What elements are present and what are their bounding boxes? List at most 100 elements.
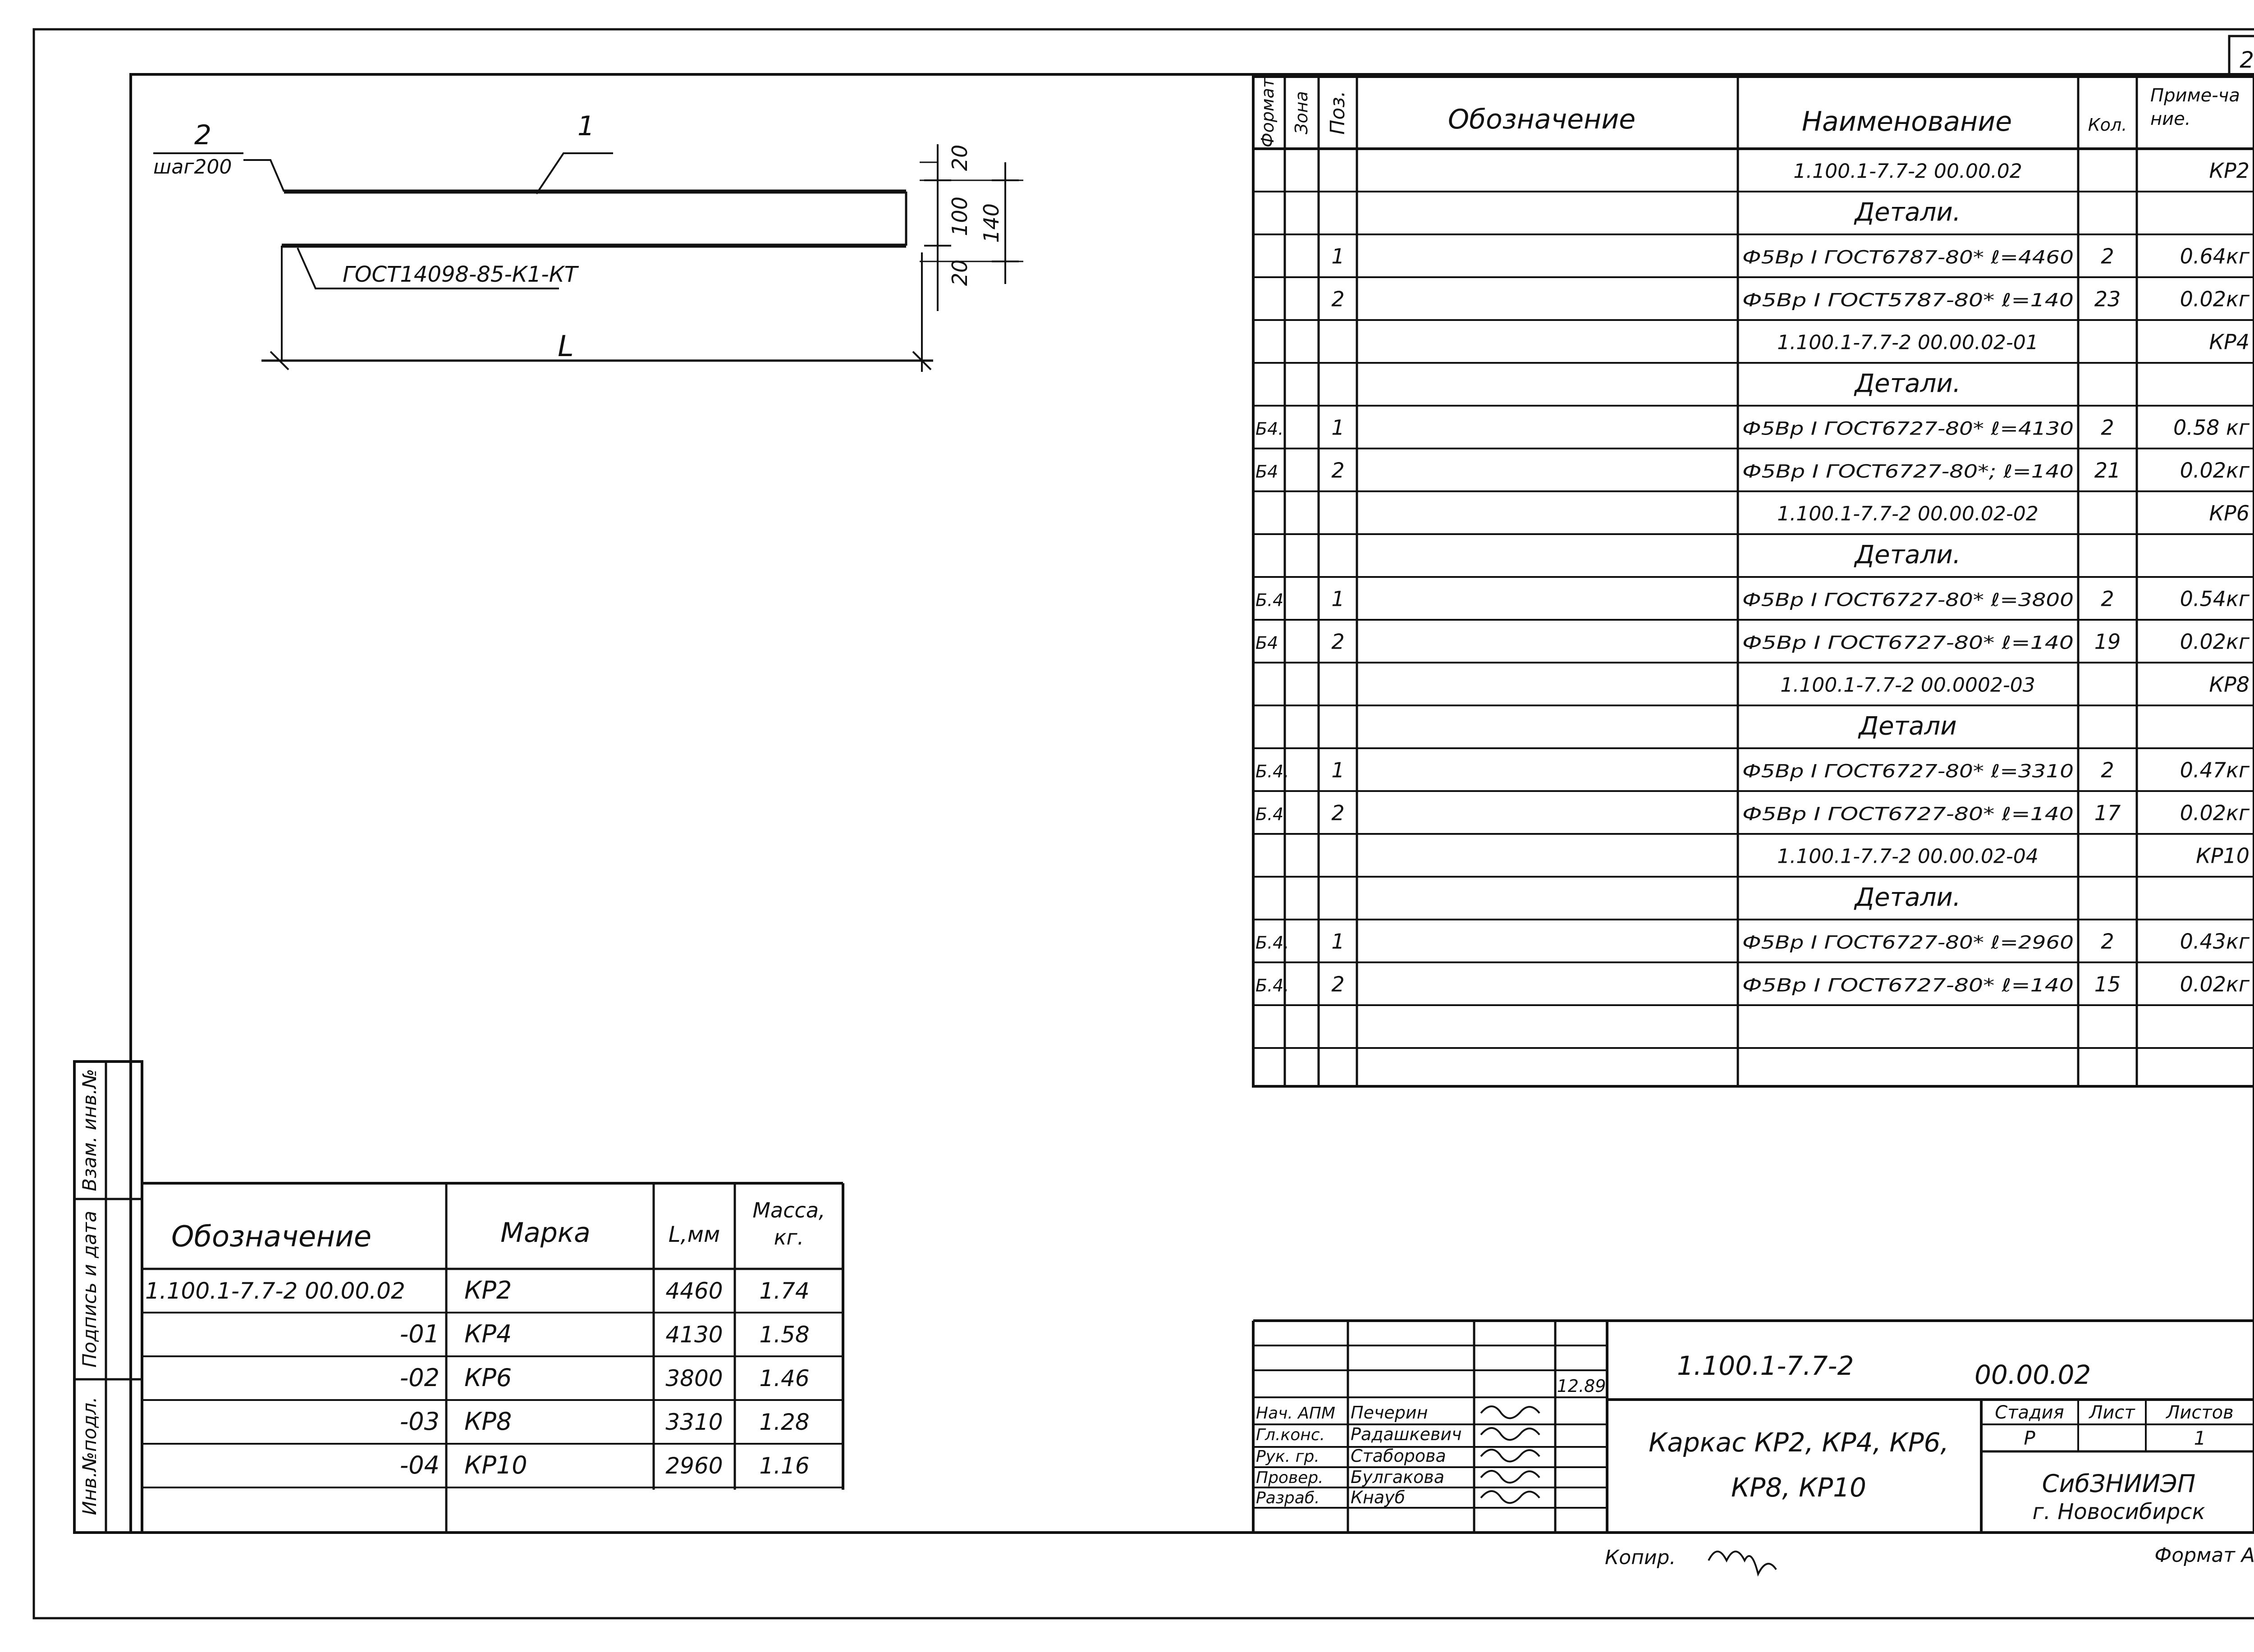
spec-cell-name: Ф5Вр I ГОСТ6727-80*; ℓ=140 [1742, 462, 2074, 482]
mesh-drawing [153, 144, 1023, 372]
spec-cell-pos: 1 [1331, 587, 1344, 611]
signer-role: Провер. [1256, 1469, 1324, 1487]
spec-cell-qty: 2 [2101, 758, 2114, 783]
spec-cell-pos: 2 [1331, 630, 1344, 654]
signer-role: Разраб. [1256, 1489, 1319, 1507]
spec-cell-name: Ф5Вр I ГОСТ6727-80* ℓ=140 [1742, 975, 2074, 996]
mark-header-designation: Обозначение [171, 1220, 371, 1254]
spec-cell-qty: 21 [2094, 458, 2121, 483]
dim-total: 140 [979, 203, 1003, 243]
mark-cell-mark: КР4 [464, 1320, 512, 1348]
spec-cell-name: Ф5Вр I ГОСТ6727-80* ℓ=2960 [1742, 933, 2074, 953]
mark-header-mass: Масса, кг. [752, 1198, 825, 1249]
spec-cell-note: КР2 [2209, 159, 2249, 183]
mark-cell-mark: КР6 [464, 1364, 512, 1392]
spec-cell-format: Б4. [1255, 419, 1283, 439]
spec-cell-format: Б.4. [1255, 762, 1289, 782]
mark-cell-length: 4460 [665, 1278, 723, 1304]
title-doc-suffix: 00.00.02 [1975, 1359, 2091, 1390]
signer-role: Нач. АПМ [1256, 1404, 1335, 1423]
spec-cell-format: Б4 [1255, 462, 1278, 482]
inner-frame [129, 73, 2254, 1534]
side-stamp-grid [73, 1060, 143, 1534]
outer-frame [32, 28, 2254, 1620]
signer-name: Кнауб [1351, 1487, 1405, 1507]
copier-signature [1708, 1551, 1777, 1577]
side-stamp-vzam: Взам. инв.№ [78, 1069, 101, 1191]
spec-cell-pos: 1 [1331, 244, 1344, 269]
weld-note: ГОСТ14098-85-К1-КТ [343, 262, 579, 287]
mark-cell-mass: 1.46 [759, 1365, 809, 1391]
spec-cell-qty: 15 [2094, 972, 2121, 997]
signer-name: Булгакова [1351, 1467, 1444, 1487]
signer-role: Рук. гр. [1256, 1447, 1319, 1466]
mark-cell-mass: 1.74 [759, 1278, 809, 1304]
spec-cell-name: Ф5Вр I ГОСТ6727-80* ℓ=4130 [1742, 419, 2074, 439]
spec-cell-pos: 1 [1331, 758, 1344, 783]
spec-cell-section: Детали. [1853, 198, 1961, 227]
spec-cell-note: 0.47кг [2180, 758, 2250, 783]
spec-cell-note: 0.02кг [2180, 801, 2250, 825]
spec-header-pos: Поз. [1326, 91, 1349, 134]
signature-mark [1480, 1427, 1540, 1441]
callout-step: шаг200 [153, 156, 232, 178]
sheet-number-box [2228, 35, 2254, 78]
spec-cell-pos: 1 [1331, 929, 1344, 954]
spec-cell-section: Детали. [1853, 883, 1961, 912]
spec-cell-pos: 1 [1331, 416, 1344, 440]
org-name: СибЗНИИЭП [2042, 1469, 2195, 1498]
spec-cell-note: 0.58 кг [2173, 416, 2250, 440]
footer-format: Формат А3 [2154, 1544, 2254, 1567]
signature-mark [1480, 1470, 1540, 1484]
title-date: 12.89 [1557, 1376, 1606, 1396]
signer-role: Гл.конс. [1256, 1426, 1325, 1444]
stage-label: Стадия [1995, 1402, 2064, 1423]
spec-cell-qty: 2 [2101, 929, 2114, 954]
spec-cell-note: 0.02кг [2180, 458, 2250, 483]
spec-cell-note: 0.02кг [2180, 287, 2250, 311]
mark-header-mark: Марка [500, 1217, 591, 1249]
spec-header-format: Формат [1258, 77, 1278, 147]
spec-cell-section: Детали. [1853, 540, 1961, 570]
spec-cell-note: 0.64кг [2180, 244, 2250, 269]
spec-cell-note: 0.43кг [2180, 929, 2250, 954]
spec-cell-note: 0.02кг [2180, 630, 2250, 654]
dim-mid: 100 [948, 197, 972, 236]
spec-cell-note: КР6 [2209, 501, 2249, 526]
spec-cell-pos: 2 [1331, 972, 1344, 997]
spec-cell-name: Ф5Вр I ГОСТ6787-80* ℓ=4460 [1742, 247, 2074, 268]
spec-cell-note: 0.54кг [2180, 587, 2250, 611]
mark-header-length: L,мм [669, 1222, 720, 1247]
spec-cell-note: КР10 [2196, 844, 2249, 868]
spec-cell-pos: 2 [1331, 287, 1344, 311]
spec-cell-name: Ф5Вр I ГОСТ6727-80* ℓ=3310 [1742, 761, 2074, 782]
mark-header-mass-box: Масса, кг. [752, 1198, 825, 1249]
dim-top: 20 [948, 145, 972, 171]
spec-cell-assembly: 1.100.1-7.7-2 00.00.02-01 [1777, 331, 2038, 354]
mark-cell-mark: КР2 [464, 1276, 512, 1304]
mark-cell-mass: 1.16 [759, 1453, 809, 1479]
callout-number: 2 [194, 119, 211, 151]
spec-cell-name: Ф5Вр I ГОСТ6727-80* ℓ=140 [1742, 633, 2074, 654]
mark-table-grid [142, 1182, 844, 1533]
sheet-label: Лист [2088, 1402, 2135, 1423]
org-city: г. Новосибирск [2032, 1499, 2205, 1524]
signer-name: Радашкевич [1351, 1424, 1461, 1444]
mark-cell-mark: КР8 [464, 1407, 512, 1436]
leader-label: 1 [577, 110, 595, 142]
stage-value: Р [2024, 1427, 2035, 1449]
spec-cell-note: КР8 [2209, 673, 2249, 697]
spec-cell-name: Ф5Вр I ГОСТ6727-80* ℓ=3800 [1742, 590, 2074, 611]
mark-cell-length: 3310 [665, 1409, 723, 1435]
mark-cell-designation: -03 [400, 1407, 440, 1436]
spec-header-qty: Кол. [2088, 115, 2127, 135]
title-block-grid [1252, 1319, 2254, 1533]
dim-bottom: 20 [948, 260, 972, 286]
spec-cell-name: Ф5Вр I ГОСТ6727-80* ℓ=140 [1742, 804, 2074, 825]
spec-cell-pos: 2 [1331, 801, 1344, 825]
spec-cell-format: Б.4 [1255, 805, 1283, 824]
spec-cell-qty: 2 [2101, 587, 2114, 611]
